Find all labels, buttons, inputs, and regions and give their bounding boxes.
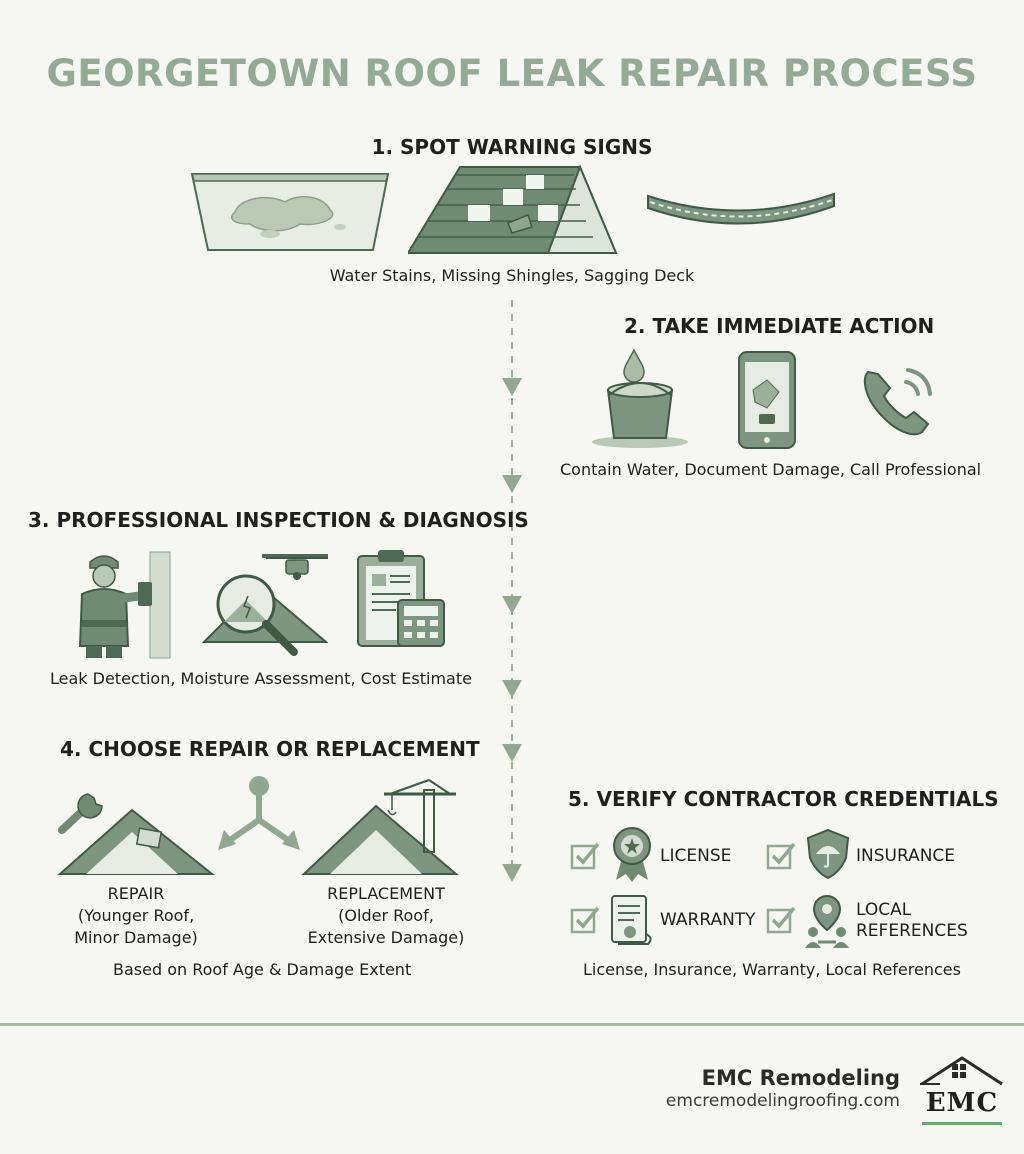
repair-detail-line-2: Minor Damage) <box>74 928 198 947</box>
flow-arrow <box>502 378 522 396</box>
repair-detail-line-1: (Younger Roof, <box>77 906 195 925</box>
flow-line <box>502 300 522 882</box>
credential-license: LICENSE <box>660 846 732 866</box>
brand-name: EMC Remodeling <box>701 1066 900 1090</box>
step-2-title: 2. TAKE IMMEDIATE ACTION <box>624 314 935 338</box>
repair-roof-wrench-icon <box>56 782 216 878</box>
flow-arrow <box>502 744 522 762</box>
step-1-title: 1. SPOT WARNING SIGNS <box>371 135 653 159</box>
replacement-label: REPLACEMENT <box>327 884 445 903</box>
credential-insurance: INSURANCE <box>856 846 956 866</box>
flow-arrow <box>502 596 522 614</box>
decision-fork-icon <box>214 774 304 854</box>
step-2-caption: Contain Water, Document Damage, Call Pro… <box>560 460 982 479</box>
replacement-option: REPLACEMENT (Older Roof, Extensive Damag… <box>296 883 476 949</box>
logo-underline <box>922 1122 1002 1125</box>
bucket-icon <box>590 348 690 450</box>
step-1-caption: Water Stains, Missing Shingles, Sagging … <box>329 266 695 285</box>
water-stain-ceiling-icon <box>190 172 390 254</box>
location-people-icon <box>805 894 849 948</box>
warranty-scroll-icon <box>611 895 652 945</box>
credential-local-line-1: LOCAL <box>856 900 912 920</box>
step-4-caption: Based on Roof Age & Damage Extent <box>113 960 412 979</box>
repair-label: REPAIR <box>107 884 165 903</box>
clipboard-calculator-icon <box>356 548 448 648</box>
credential-local-references: LOCAL REFERENCES <box>856 900 968 942</box>
step-3-title: 3. PROFESSIONAL INSPECTION & DIAGNOSIS <box>28 508 529 532</box>
checkmark-icon <box>570 906 600 934</box>
phone-call-icon <box>858 360 940 440</box>
house-roof-icon <box>920 1056 1003 1086</box>
badge-ribbon-icon <box>613 827 651 882</box>
inspector-with-meter-icon <box>66 550 174 660</box>
sagging-deck-icon <box>646 190 836 242</box>
replacement-detail-line-1: (Older Roof, <box>338 906 434 925</box>
credential-warranty: WARRANTY <box>660 910 756 930</box>
emc-logo: EMC <box>920 1054 1004 1126</box>
checkmark-icon <box>766 906 796 934</box>
checkmark-icon <box>570 842 600 870</box>
replacement-detail-line-2: Extensive Damage) <box>307 928 465 947</box>
credential-local-line-2: REFERENCES <box>856 921 968 941</box>
missing-shingles-roof-icon <box>408 165 618 257</box>
flow-arrow <box>502 864 522 882</box>
drone-magnifier-icon <box>200 550 328 660</box>
flow-arrow <box>502 680 522 698</box>
checkmark-icon <box>766 842 796 870</box>
footer-divider <box>0 1023 1024 1026</box>
step-5-caption: License, Insurance, Warranty, Local Refe… <box>583 960 961 979</box>
replacement-roof-crane-icon <box>300 776 460 878</box>
page-title: GEORGETOWN ROOF LEAK REPAIR PROCESS <box>46 52 978 95</box>
step-4-title: 4. CHOOSE REPAIR OR REPLACEMENT <box>60 737 480 761</box>
repair-option: REPAIR (Younger Roof, Minor Damage) <box>56 883 216 949</box>
step-5-title: 5. VERIFY CONTRACTOR CREDENTIALS <box>568 787 999 811</box>
logo-text: EMC <box>925 1088 999 1118</box>
website-url: emcremodelingroofing.com <box>665 1091 900 1111</box>
step-3-caption: Leak Detection, Moisture Assessment, Cos… <box>50 669 472 688</box>
shield-umbrella-icon <box>806 828 850 880</box>
phone-camera-icon <box>737 350 797 450</box>
flow-arrow <box>502 475 522 493</box>
